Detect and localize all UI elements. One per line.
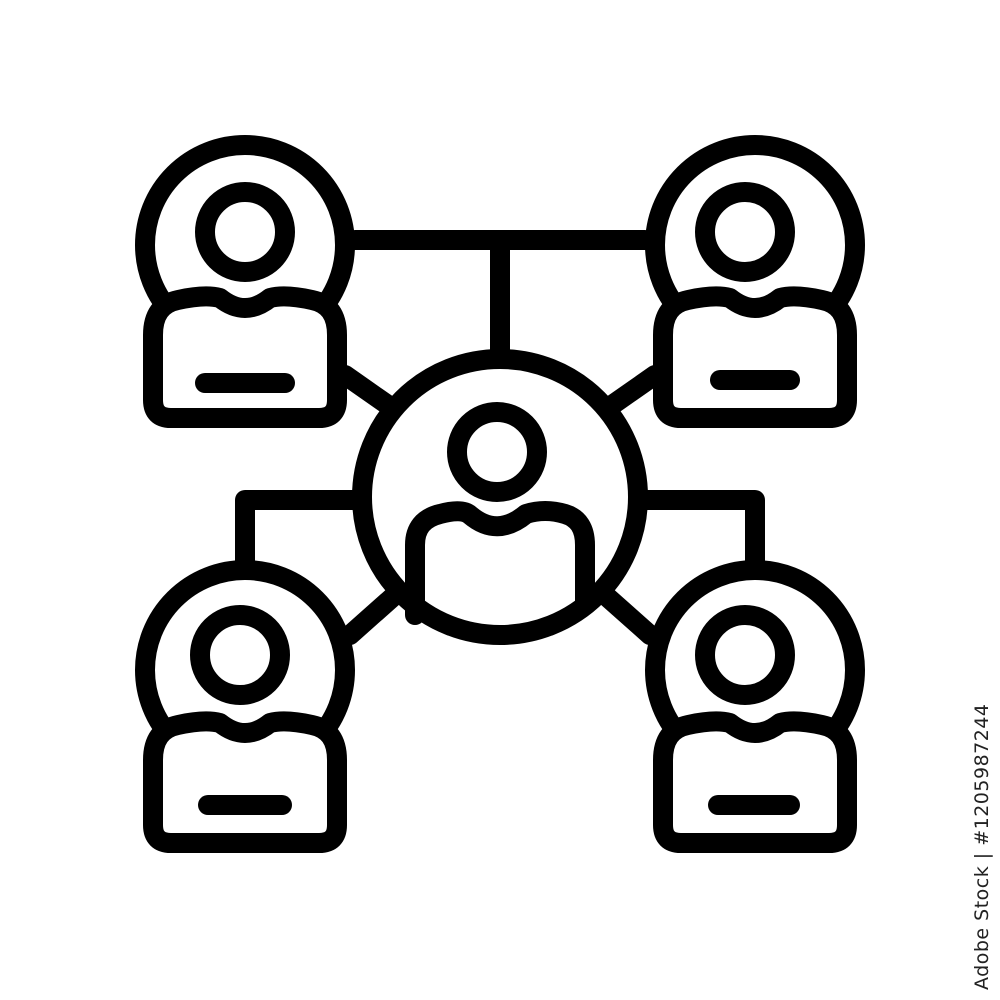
person-node-top-left (135, 135, 355, 428)
link-bottom-left (340, 585, 405, 645)
right-elbow-line (630, 490, 765, 580)
person-node-bottom-left (135, 560, 355, 853)
person-node-bottom-right (645, 560, 865, 853)
left-elbow-line (235, 490, 370, 580)
network-connectors (235, 230, 765, 645)
link-bottom-right (595, 585, 660, 645)
person-node-center (352, 349, 648, 645)
person-node-top-right (645, 135, 865, 428)
